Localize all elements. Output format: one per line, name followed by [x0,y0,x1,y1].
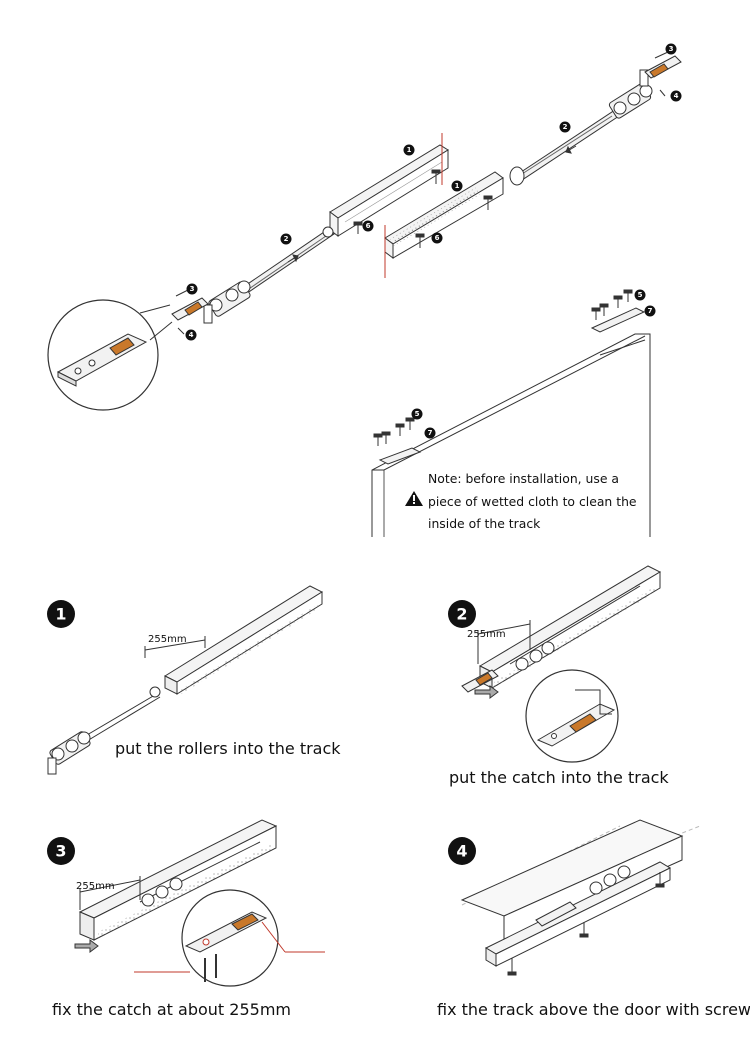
svg-text:2: 2 [563,123,568,131]
step-3-dimension: 255mm [76,881,115,892]
step-3-magnifier [134,889,325,987]
door-panel [371,307,651,537]
step-4-illustration [460,819,701,976]
step-1-badge: 1 [47,600,75,628]
step-2-dimension: 255mm [467,629,506,640]
step-2-illustration [461,565,662,699]
note-text: Note: before installation, use a piece o… [428,471,637,531]
svg-text:5: 5 [638,291,643,299]
callout-4a: 4 [185,329,197,341]
svg-text:6: 6 [366,222,371,230]
callout-4b: 4 [670,90,682,102]
warning-icon [405,491,423,506]
step-3-badge: 3 [47,837,75,865]
callout-5a: 5 [411,408,423,420]
svg-text:5: 5 [415,410,420,418]
svg-text:4: 4 [456,842,467,861]
step-3-illustration [74,819,278,953]
track-section-left [384,171,504,278]
callout-3b: 3 [665,43,677,55]
step-2-magnifier [525,669,619,763]
svg-text:3: 3 [190,285,195,293]
track-section-right [329,133,449,237]
svg-text:4: 4 [189,331,194,339]
callout-1a: 1 [403,144,415,156]
svg-text:6: 6 [435,234,440,242]
callout-2b: 2 [559,121,571,133]
step-4-badge: 4 [448,837,476,865]
callout-7b: 7 [644,305,656,317]
callout-markers: 1 1 2 2 3 3 4 4 5 5 6 6 7 7 [185,43,682,439]
roller-assembly-right [509,69,653,186]
svg-text:7: 7 [648,307,653,315]
roller-assembly-left [203,226,335,324]
step-1-dimension: 255mm [148,634,187,645]
callout-7a: 7 [424,427,436,439]
step-2-caption: put the catch into the track [449,768,669,787]
callout-5b: 5 [634,289,646,301]
installation-note: Note: before installation, use a piece o… [372,463,650,537]
svg-text:4: 4 [674,92,679,100]
callout-2a: 2 [280,233,292,245]
step-4-caption: fix the track above the door with screws [437,1000,750,1019]
catch-left [171,289,209,335]
svg-text:1: 1 [55,605,66,624]
svg-text:2: 2 [284,235,289,243]
callout-6a: 6 [362,220,374,232]
callout-6b: 6 [431,232,443,244]
svg-text:1: 1 [407,146,412,154]
svg-text:3: 3 [669,45,674,53]
catch-right [644,51,682,97]
svg-text:2: 2 [456,605,467,624]
callout-3a: 3 [186,283,198,295]
catch-detail-magnifier [47,299,173,411]
step-1-illustration [47,585,324,775]
screws-track [353,169,493,248]
svg-text:7: 7 [428,429,433,437]
screws-door [373,289,633,446]
svg-text:1: 1 [455,182,460,190]
step-3-caption: fix the catch at about 255mm [52,1000,291,1019]
step-2-badge: 2 [448,600,476,628]
svg-text:3: 3 [55,842,66,861]
callout-1b: 1 [451,180,463,192]
step-1-caption: put the rollers into the track [115,739,341,758]
